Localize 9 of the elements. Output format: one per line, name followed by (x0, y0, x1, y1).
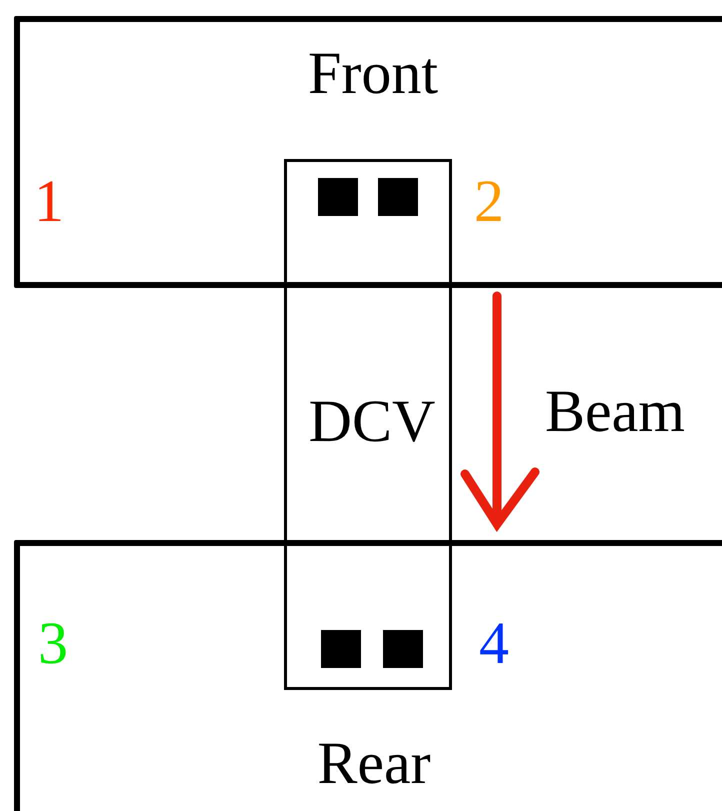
detector-label: DCV (308, 388, 436, 454)
beam-label: Beam (545, 378, 685, 444)
panel-title: Rear (317, 730, 431, 796)
panel-title: Front (308, 40, 438, 106)
channel-number: 1 (34, 168, 64, 234)
channel-number: 2 (474, 168, 504, 234)
channel-number: 4 (479, 610, 509, 676)
channel-number: 3 (38, 610, 68, 676)
detector-outline (284, 159, 452, 690)
